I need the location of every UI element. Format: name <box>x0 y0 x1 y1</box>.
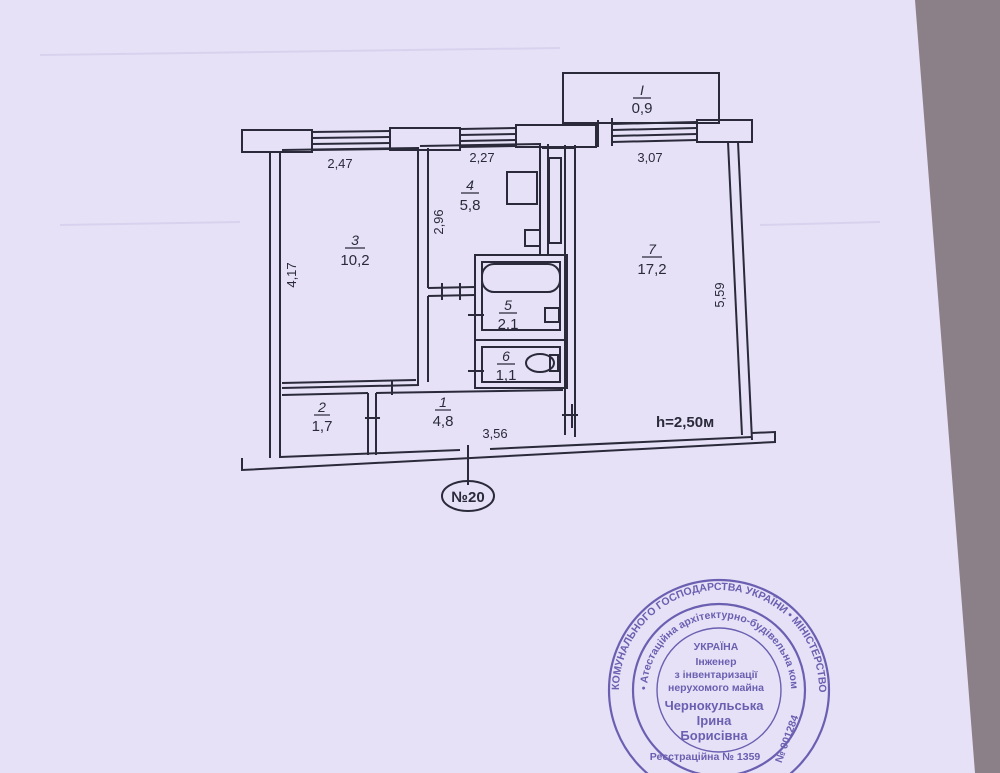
dimension-label: 2,27 <box>469 150 494 165</box>
ceiling-height-label: h=2,50м <box>656 414 714 431</box>
dimension-label: 2,47 <box>327 156 352 171</box>
room-3-number: 3 <box>351 232 359 248</box>
stove-icon <box>506 171 538 205</box>
dimension-label: 3,56 <box>482 426 507 441</box>
room-4-number: 4 <box>466 177 474 193</box>
room-4-label: 4 5,8 <box>460 177 481 214</box>
desk-surface <box>915 0 1000 773</box>
room-5-number: 5 <box>504 297 512 313</box>
balcony-number: I <box>640 82 644 98</box>
room-7-number: 7 <box>648 241 657 257</box>
ventilation-shaft <box>548 157 562 244</box>
dimension-label: 2,96 <box>431 209 446 234</box>
hall-number: 1 <box>439 394 447 410</box>
room-6-number: 6 <box>502 348 510 364</box>
hall-label: 1 4,8 <box>433 394 454 430</box>
room-2-area: 1,7 <box>312 418 333 435</box>
washbasin-icon <box>544 307 560 323</box>
window <box>597 118 698 147</box>
window <box>459 127 517 148</box>
stamp-registration: Реєстраційна № 1359 <box>650 751 761 763</box>
room-3-label: 3 10,2 <box>340 232 369 269</box>
wall-pier <box>696 119 753 143</box>
dimension-label: 3,07 <box>637 150 662 165</box>
bathtub-icon <box>481 263 561 293</box>
toilet-icon <box>525 353 555 373</box>
floor-plan <box>241 72 776 512</box>
hall-area: 4,8 <box>433 413 454 430</box>
room-5-area: 2,1 <box>498 316 519 333</box>
dimension-labels: 2,47 2,27 3,07 4,17 2,96 5,59 3,56 <box>284 150 727 441</box>
bleed-through-lines <box>39 47 881 226</box>
wall-pier <box>389 127 461 151</box>
stamp-name: Борисівна <box>680 728 748 743</box>
room-labels: I 0,9 2 1,7 3 10,2 4 5,8 5 2,1 6 1,1 <box>312 82 667 435</box>
stamp-line: з інвентаризації <box>675 669 759 681</box>
room-6-area: 1,1 <box>496 367 517 384</box>
official-stamp <box>607 578 831 773</box>
stamp-name: Ірина <box>697 713 732 728</box>
balcony-label: I 0,9 <box>632 82 653 117</box>
stamp-name: Чернокульська <box>665 698 765 713</box>
kitchen-sink-icon <box>524 229 541 247</box>
stamp-line: Інженер <box>695 656 736 668</box>
stamp-country: УКРАЇНА <box>694 640 739 653</box>
apartment-number-badge <box>441 480 495 512</box>
room-6-label: 6 1,1 <box>496 348 517 384</box>
room-3-area: 10,2 <box>340 252 369 269</box>
room-2-label: 2 1,7 <box>312 399 333 435</box>
room-2-number: 2 <box>317 399 326 415</box>
paper-sheet <box>0 0 975 773</box>
wall-pier <box>241 129 313 153</box>
room-7-label: 7 17,2 <box>637 241 666 278</box>
toilet-room-outline <box>474 339 568 389</box>
stamp-line: нерухомого майна <box>668 682 764 694</box>
room-7-area: 17,2 <box>637 261 666 278</box>
apartment-number-label: №20 <box>451 489 484 506</box>
dimension-label: 4,17 <box>284 262 299 287</box>
dimension-label: 5,59 <box>712 282 727 307</box>
room-4-area: 5,8 <box>460 197 481 214</box>
room-5-label: 5 2,1 <box>498 297 519 333</box>
balcony-area: 0,9 <box>632 100 653 117</box>
